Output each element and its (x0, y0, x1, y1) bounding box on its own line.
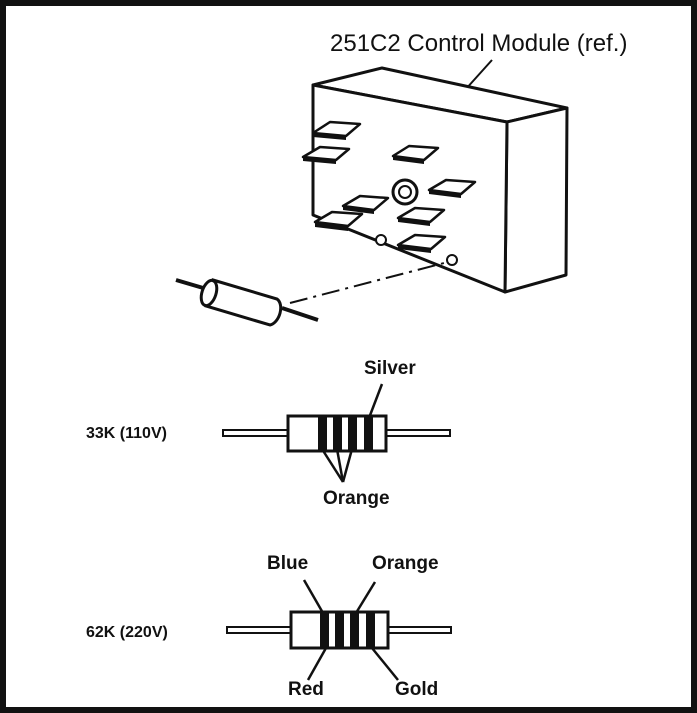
color-bands (320, 612, 375, 648)
color-bands (318, 416, 373, 451)
band (350, 612, 359, 648)
band-label-silver: Silver (364, 358, 416, 379)
resistor-62k-value-label: 62K (220V) (86, 624, 168, 641)
resistor-lead (281, 306, 319, 322)
band (364, 416, 373, 451)
terminal-shadows (303, 133, 461, 253)
band (333, 416, 342, 451)
resistor-33k-value-label: 33K (110V) (86, 425, 167, 442)
band-label-red: Red (288, 679, 324, 700)
orange-pointer (341, 448, 354, 483)
resistor-lead (386, 626, 452, 634)
orange-pointer (335, 448, 345, 483)
module-pin (446, 254, 458, 266)
band-label-orange: Orange (323, 488, 390, 509)
module-side-face (503, 106, 569, 294)
module-socket-inner (398, 185, 412, 199)
resistor-lead (226, 626, 293, 634)
module-label: 251C2 Control Module (ref.) (330, 30, 628, 57)
alignment-line (289, 261, 449, 304)
resistor-body (204, 278, 283, 327)
module-terminals (301, 120, 477, 251)
module-pin (375, 234, 387, 246)
gold-pointer (371, 647, 399, 681)
silver-pointer (367, 383, 384, 419)
band-label-blue: Blue (267, 553, 309, 574)
resistor-62k (226, 579, 452, 681)
band (348, 416, 357, 451)
band (335, 612, 344, 648)
blue-pointer (302, 579, 325, 614)
control-module (301, 66, 569, 294)
band-label-gold: Gold (395, 679, 439, 700)
module-leader-line (464, 59, 493, 91)
band (320, 612, 329, 648)
resistor-end (199, 278, 219, 308)
orange-pointer (354, 581, 377, 614)
red-pointer (306, 647, 328, 681)
band (366, 612, 375, 648)
resistor-lead (222, 429, 290, 437)
resistor-lead (384, 429, 451, 437)
orange-pointer (320, 448, 345, 483)
inserted-resistor (175, 278, 319, 327)
band (318, 416, 327, 451)
resistor-33k (222, 383, 451, 483)
band-label-orange: Orange (372, 553, 439, 574)
